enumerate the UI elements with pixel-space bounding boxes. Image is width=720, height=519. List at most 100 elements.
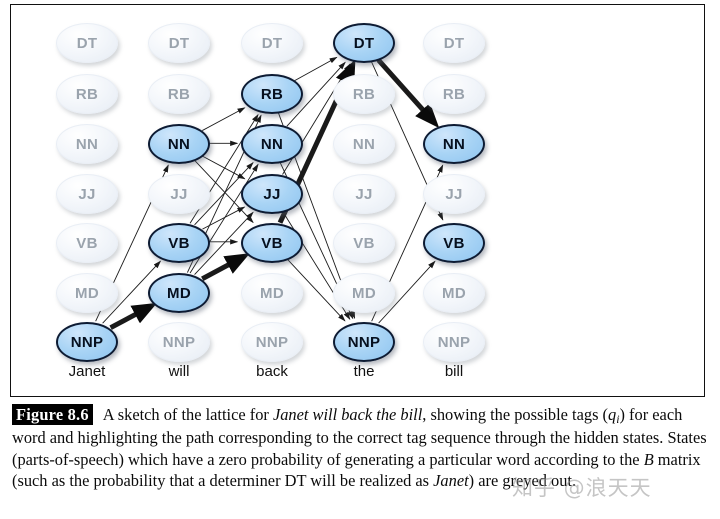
state-label: MD (75, 284, 99, 302)
state-node-will-nnp[interactable]: NNP (148, 322, 210, 362)
caption-phrase-janet: Janet (433, 470, 469, 490)
state-label: JJ (78, 185, 96, 203)
state-node-back-md[interactable]: MD (241, 273, 303, 313)
transition-edge (202, 206, 246, 230)
state-node-the-rb[interactable]: RB (333, 74, 395, 114)
word-label-will: will (168, 363, 190, 380)
state-label: DT (443, 34, 465, 52)
state-label: JJ (445, 185, 463, 203)
state-label: NN (75, 135, 99, 153)
state-node-bill-nnp[interactable]: NNP (423, 322, 485, 362)
caption-text-4: matrix (such as the probability that a d… (12, 449, 701, 490)
state-label: DT (353, 34, 375, 52)
state-label: JJ (263, 185, 281, 203)
state-node-will-jj[interactable]: JJ (148, 174, 210, 214)
word-label-bill: bill (444, 363, 464, 380)
state-label: MD (442, 284, 466, 302)
state-label: NNP (162, 333, 196, 351)
state-label: MD (260, 284, 284, 302)
state-node-janet-rb[interactable]: RB (56, 74, 118, 114)
state-node-the-dt[interactable]: DT (333, 23, 395, 63)
state-label: DT (168, 34, 190, 52)
transition-edge (202, 107, 246, 131)
state-label: MD (352, 284, 376, 302)
state-node-will-md[interactable]: MD (148, 273, 210, 313)
state-label: DT (76, 34, 98, 52)
state-node-janet-nnp[interactable]: NNP (56, 322, 118, 362)
state-label: DT (261, 34, 283, 52)
state-label: JJ (170, 185, 188, 203)
state-label: VB (76, 234, 98, 252)
state-node-the-nn[interactable]: NN (333, 124, 395, 164)
state-label: RB (260, 85, 284, 103)
word-label-janet: Janet (68, 363, 106, 380)
viterbi-path-edge (201, 253, 250, 281)
state-node-will-vb[interactable]: VB (148, 223, 210, 263)
state-node-back-dt[interactable]: DT (241, 23, 303, 63)
caption-text-1: A sketch of the lattice for (102, 405, 273, 424)
figure-number-badge: Figure 8.6 (12, 404, 93, 426)
caption-text-2: , showing the possible tags ( (422, 405, 609, 424)
state-node-bill-rb[interactable]: RB (423, 74, 485, 114)
transition-edge (286, 258, 346, 322)
state-node-back-nnp[interactable]: NNP (241, 322, 303, 362)
figure-caption: Figure 8.6 A sketch of the lattice for Ja… (12, 404, 710, 491)
state-node-bill-jj[interactable]: JJ (423, 174, 485, 214)
transition-edge (286, 61, 346, 127)
caption-text-5: ) are greyed out. (468, 470, 577, 490)
state-node-janet-vb[interactable]: VB (56, 223, 118, 263)
state-label: NNP (255, 333, 289, 351)
caption-text-3: ) for each word and highlighting the pat… (12, 405, 707, 469)
state-label: RB (352, 85, 376, 103)
state-label: NN (442, 135, 466, 153)
transition-edge (378, 260, 436, 324)
transition-edge (102, 260, 162, 324)
word-label-the: the (353, 363, 375, 380)
state-label: VB (261, 234, 283, 252)
state-node-back-vb[interactable]: VB (241, 223, 303, 263)
transition-edge (194, 211, 254, 275)
state-node-the-nnp[interactable]: NNP (333, 322, 395, 362)
caption-symbol-b: B (643, 449, 654, 469)
state-node-bill-vb[interactable]: VB (423, 223, 485, 263)
state-node-bill-md[interactable]: MD (423, 273, 485, 313)
state-node-bill-dt[interactable]: DT (423, 23, 485, 63)
state-label: VB (168, 234, 190, 252)
caption-symbol-q: q (608, 405, 617, 424)
state-label: RB (75, 85, 99, 103)
state-label: NN (352, 135, 376, 153)
state-node-janet-nn[interactable]: NN (56, 124, 118, 164)
state-label: RB (167, 85, 191, 103)
state-node-janet-md[interactable]: MD (56, 273, 118, 313)
state-node-the-vb[interactable]: VB (333, 223, 395, 263)
state-node-back-jj[interactable]: JJ (241, 174, 303, 214)
state-node-janet-dt[interactable]: DT (56, 23, 118, 63)
state-label: MD (167, 284, 191, 302)
state-label: RB (442, 85, 466, 103)
state-label: NN (167, 135, 191, 153)
state-node-bill-nn[interactable]: NN (423, 124, 485, 164)
word-label-back: back (256, 363, 288, 380)
state-node-the-jj[interactable]: JJ (333, 174, 395, 214)
state-label: NN (260, 135, 284, 153)
caption-phrase-sentence: Janet will back the bill (272, 405, 423, 424)
transition-edge (194, 161, 254, 226)
state-node-back-nn[interactable]: NN (241, 124, 303, 164)
viterbi-path-edge (376, 58, 440, 129)
state-label: JJ (355, 185, 373, 203)
state-node-the-md[interactable]: MD (333, 273, 395, 313)
caption-symbol-q-subscript: i (616, 411, 620, 426)
state-node-will-rb[interactable]: RB (148, 74, 210, 114)
state-node-janet-jj[interactable]: JJ (56, 174, 118, 214)
transition-edge (294, 56, 338, 82)
state-label: NNP (437, 333, 471, 351)
state-label: VB (353, 234, 375, 252)
state-node-back-rb[interactable]: RB (241, 74, 303, 114)
state-node-will-dt[interactable]: DT (148, 23, 210, 63)
state-node-will-nn[interactable]: NN (148, 124, 210, 164)
transition-edge (202, 155, 246, 180)
state-label: VB (443, 234, 465, 252)
state-label: NNP (347, 333, 381, 351)
